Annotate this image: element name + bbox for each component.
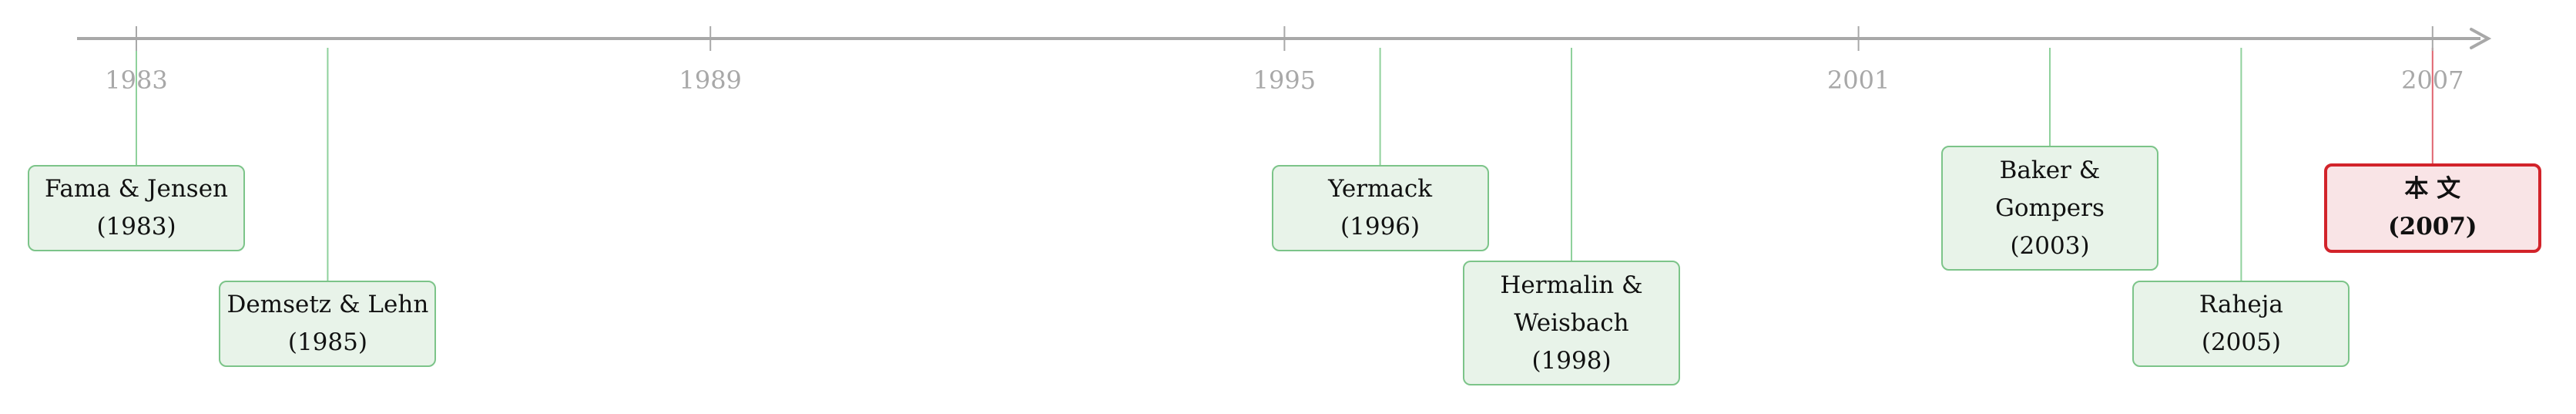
event-title-line-2: Weisbach: [1514, 308, 1629, 337]
timeline-axis: [77, 26, 2492, 51]
event-year: (1998): [1531, 346, 1612, 375]
event-title-line-1: Baker &: [1999, 156, 2101, 184]
event-card-this-paper: 本 文 (2007): [2323, 163, 2541, 253]
event-title: Raheja: [2199, 291, 2283, 318]
tick-label-2007: 2007: [2401, 66, 2464, 95]
event-card-baker-gompers: Baker & Gompers (2003): [1941, 146, 2158, 271]
tick-label-1995: 1995: [1253, 66, 1317, 95]
event-title: 本 文: [2404, 175, 2461, 203]
event-title: Yermack: [1328, 175, 1433, 203]
event-title-line-2: Gompers: [1995, 194, 2105, 222]
event-card-fama-jensen: Fama & Jensen (1983): [28, 165, 245, 251]
event-card-raheja: Raheja (2005): [2132, 281, 2350, 367]
event-title-line-1: Hermalin &: [1500, 271, 1643, 299]
tick-label-2001: 2001: [1826, 66, 1890, 95]
event-year: (1983): [96, 213, 176, 241]
axis-arrowhead: [2470, 28, 2492, 49]
event-year: (1985): [287, 328, 367, 356]
event-card-hermalin-weisbach: Hermalin & Weisbach (1998): [1463, 261, 1680, 385]
event-title: Fama & Jensen: [44, 175, 229, 203]
tick-label-1983: 1983: [105, 66, 168, 95]
event-year: (1996): [1340, 213, 1420, 241]
tick-label-1989: 1989: [679, 66, 742, 95]
event-card-demsetz-lehn: Demsetz & Lehn (1985): [219, 281, 437, 367]
event-year: (2007): [2387, 213, 2477, 241]
event-title: Demsetz & Lehn: [226, 291, 429, 318]
axis-ticks: [136, 26, 2433, 51]
event-year: (2003): [2010, 231, 2090, 260]
event-card-yermack: Yermack (1996): [1271, 165, 1489, 251]
event-year: (2005): [2201, 328, 2281, 356]
